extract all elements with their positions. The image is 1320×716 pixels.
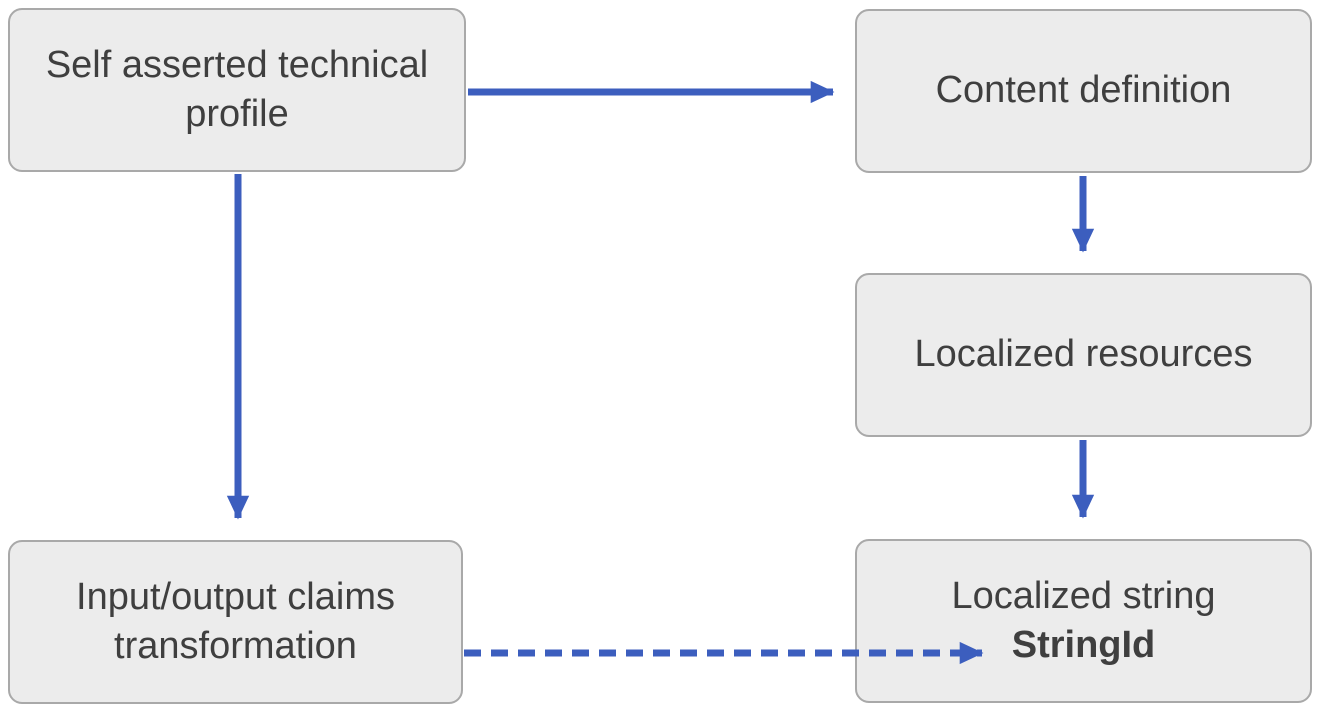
node-localized-resources: Localized resources — [855, 273, 1312, 437]
node-self-asserted-technical-profile: Self asserted technical profile — [8, 8, 466, 172]
node-label-self-asserted-technical-profile: Self asserted technical profile — [45, 43, 429, 135]
node-label-localized-string: Localized string — [951, 574, 1216, 617]
node-input-output-claims-transformation: Input/output claims transformation — [8, 540, 463, 704]
node-content-definition: Content definition — [855, 9, 1312, 173]
node-label-string-id: StringId — [1011, 624, 1156, 666]
node-label-localized-resources: Localized resources — [914, 333, 1253, 376]
node-label-input-output-claims-transformation: Input/output claims transformation — [76, 575, 395, 667]
node-localized-string: Localized string StringId — [855, 539, 1312, 703]
node-label-content-definition: Content definition — [935, 69, 1232, 112]
